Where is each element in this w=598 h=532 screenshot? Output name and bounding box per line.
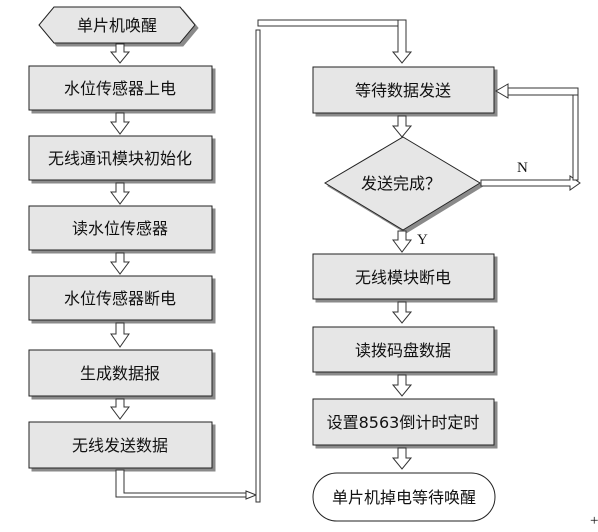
down-arrow: [391, 374, 413, 397]
start-label: 单片机唤醒: [77, 16, 157, 35]
step-read-dip-switch: 读拨码盘数据: [312, 326, 495, 373]
step-label: 读水位传感器: [72, 219, 168, 238]
step-read-sensor: 读水位传感器: [28, 205, 213, 251]
down-arrow: [110, 182, 130, 205]
down-arrow: [110, 252, 130, 275]
down-arrow: [109, 43, 131, 64]
step-label: 无线模块断电: [355, 268, 451, 287]
no-loop-arrow: [480, 83, 581, 191]
step-wireless-init: 无线通讯模块初始化: [28, 135, 213, 181]
step-label: 水位传感器断电: [64, 289, 176, 308]
step-sensor-power-off: 水位传感器断电: [28, 275, 213, 321]
step-label: 生成数据报: [80, 364, 160, 383]
step-generate-report: 生成数据报: [28, 349, 213, 397]
corner-mark: +: [590, 513, 598, 529]
step-label: 无线通讯模块初始化: [48, 149, 192, 168]
down-arrow: [110, 112, 130, 135]
step-wait-send: 等待数据发送: [312, 66, 495, 114]
decision-label: 发送完成？: [361, 174, 441, 193]
step-label: 无线发送数据: [72, 436, 168, 455]
step-label: 设置8563倒计时定时: [327, 413, 480, 432]
step-wireless-send: 无线发送数据: [28, 421, 213, 469]
down-arrow: [110, 322, 130, 348]
step-label: 读拨码盘数据: [355, 341, 451, 360]
decision-send-complete: 发送完成？: [324, 136, 481, 231]
no-label: N: [517, 160, 528, 176]
step-wireless-power-off: 无线模块断电: [312, 253, 495, 300]
start-node: 单片机唤醒: [38, 6, 196, 44]
yes-label: Y: [417, 232, 428, 248]
end-label: 单片机掉电等待唤醒: [332, 488, 476, 507]
step-set-timer: 设置8563倒计时定时: [312, 398, 495, 446]
step-sensor-power-on: 水位传感器上电: [28, 65, 213, 111]
column-connector: [115, 19, 413, 503]
step-label: 水位传感器上电: [64, 79, 176, 98]
step-label: 等待数据发送: [355, 81, 451, 100]
down-arrow: [110, 398, 130, 420]
down-arrow: [391, 115, 413, 138]
down-arrow: [391, 447, 413, 470]
down-arrow: [392, 230, 412, 253]
down-arrow: [391, 301, 413, 324]
end-node: 单片机掉电等待唤醒: [312, 472, 496, 522]
